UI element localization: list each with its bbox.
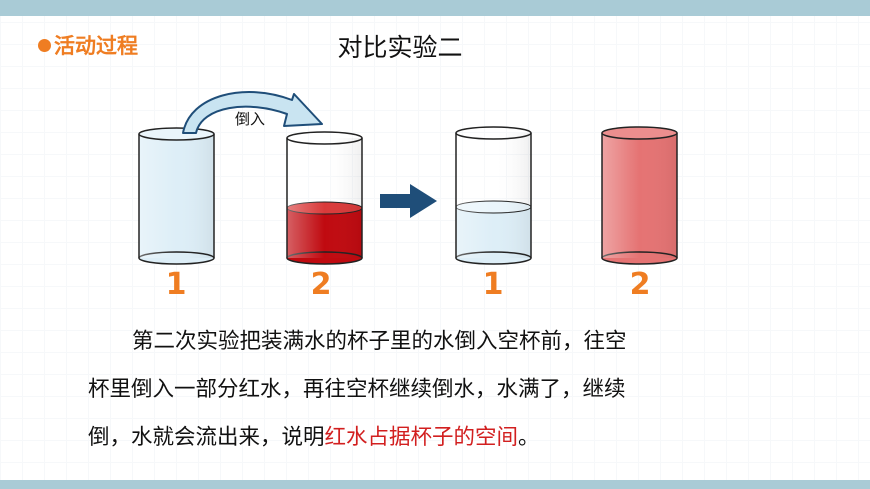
cup-1-half-water: [455, 126, 532, 265]
bullet-dot-icon: [38, 38, 51, 52]
pour-label: 倒入: [235, 110, 265, 128]
cup-label-2a: 2: [311, 267, 332, 302]
paragraph-line-2: 杯里倒入一部分红水，再往空杯继续倒水，水满了，继续: [88, 377, 626, 402]
line3-suffix: 。: [518, 425, 540, 450]
explanation-paragraph: 第二次实验把装满水的杯子里的水倒入空杯前，往空 杯里倒入一部分红水，再往空杯继续…: [88, 318, 748, 462]
section-label: 活动过程: [38, 30, 138, 60]
pour-arrow: [182, 91, 323, 134]
page-title: 对比实验二: [337, 33, 463, 62]
line3-prefix: 倒，水就会流出来，说明: [88, 425, 325, 450]
paragraph-line-1: 第二次实验把装满水的杯子里的水倒入空杯前，往空: [132, 329, 627, 354]
cup-label-1a: 1: [166, 267, 187, 302]
cup-label-1b: 1: [483, 267, 504, 302]
conclusion-highlight: 红水占据杯子的空间: [324, 425, 519, 450]
right-arrow-icon: [380, 184, 437, 218]
cup-2-red-water: [286, 131, 363, 265]
experiment-diagram: 倒入 1 2 1 2: [138, 91, 678, 302]
section-label-text: 活动过程: [54, 34, 138, 58]
bottom-band: [0, 480, 870, 489]
cup-1-full-water: [138, 127, 215, 265]
cup-2-full-red: [601, 126, 678, 265]
cup-label-2b: 2: [630, 267, 651, 302]
paragraph-line-3: 倒，水就会流出来，说明红水占据杯子的空间。: [88, 414, 748, 462]
top-band: [0, 0, 870, 16]
